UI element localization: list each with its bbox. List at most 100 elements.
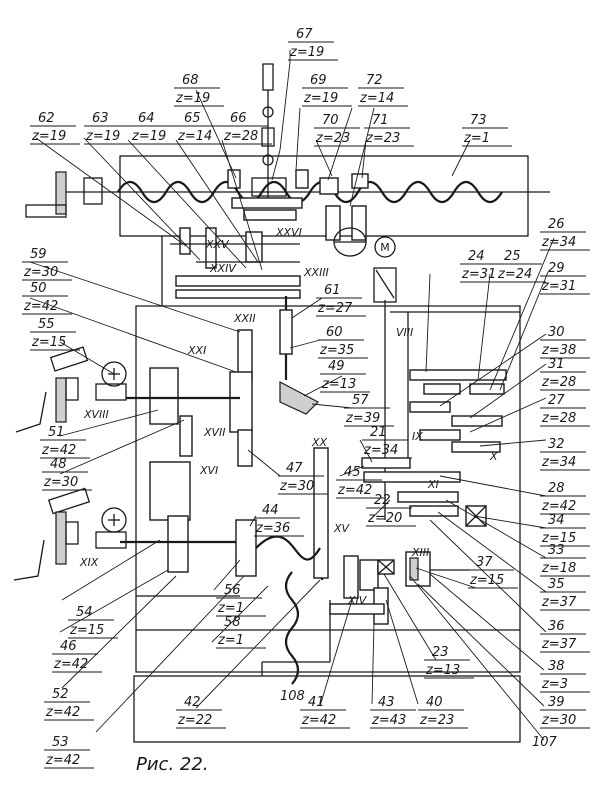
top-lever — [251, 63, 287, 200]
part-number-60: 60 — [326, 325, 343, 340]
part-label-55: 55z=15 — [30, 317, 80, 351]
part-label-38: 38z=3 — [540, 659, 590, 693]
part-number-50: 50 — [30, 281, 47, 296]
part-label-33: 33z=18 — [540, 543, 590, 577]
part-number-31: 31 — [548, 357, 565, 372]
shaft-viii: VIII — [396, 326, 413, 339]
part-number-65: 65 — [184, 111, 201, 126]
tooth-count-50: z=42 — [23, 299, 58, 314]
part-label-66: 66z=28 — [222, 111, 272, 145]
shaft-xix: XIX — [79, 556, 99, 569]
part-number-61: 61 — [324, 283, 341, 298]
part-number-71: 71 — [372, 113, 389, 128]
tooth-count-38: z=3 — [541, 677, 568, 692]
tooth-count-45: z=42 — [337, 483, 372, 498]
tooth-count-68: z=19 — [175, 91, 210, 106]
tooth-count-62: z=19 — [31, 129, 66, 144]
part-label-67: 67z=19 — [288, 27, 338, 61]
tooth-count-36: z=37 — [541, 637, 577, 652]
left-levers — [13, 346, 127, 581]
tooth-count-26: z=34 — [541, 235, 576, 250]
tooth-count-57: z=39 — [345, 411, 380, 426]
part-label-63: 63z=19 — [84, 111, 134, 145]
part-label-61: 61z=27 — [316, 283, 366, 317]
part-number-57: 57 — [352, 393, 369, 408]
part-label-54: 54 z=15 — [68, 605, 118, 639]
shaft-xxiii: XXIII — [303, 266, 329, 279]
shaft-xxi: XXI — [187, 344, 206, 357]
tooth-count-72: z=14 — [359, 91, 394, 106]
tooth-count-21: z=34 — [363, 443, 398, 458]
part-label-68: 68 z=19 — [174, 73, 224, 107]
motor: M — [373, 236, 397, 520]
tooth-count-42: z=22 — [177, 713, 212, 728]
plain-labels: 108 107 — [280, 689, 558, 750]
tooth-count-39: z=30 — [541, 713, 576, 728]
part-number-48: 48 — [50, 457, 67, 472]
part-number-37: 37 — [476, 555, 493, 570]
part-label-64: 64z=19 — [130, 111, 180, 145]
part-label-52: 52z=42 — [44, 687, 94, 721]
shaft-xxiv: XXIV — [209, 262, 237, 275]
part-number-40: 40 — [426, 695, 443, 710]
part-number-39: 39 — [548, 695, 565, 710]
part-label-21: 21z=34 — [362, 425, 412, 459]
tooth-count-54: z=15 — [69, 623, 104, 638]
part-label-37: 37z=15 — [468, 555, 518, 589]
part-number-30: 30 — [548, 325, 565, 340]
part-number-46: 46 — [60, 639, 77, 654]
part-label-65: 65z=14 — [176, 111, 226, 145]
part-label-39: 39 z=30 — [540, 695, 590, 729]
part-number-41: 41 — [308, 695, 325, 710]
shaft-xxvi: XXVI — [275, 226, 302, 239]
part-number-73: 73 — [470, 113, 487, 128]
part-label-57: 57 z=39 — [344, 393, 394, 427]
part-label-35: 35z=37 — [540, 577, 590, 611]
tooth-count-55: z=15 — [31, 335, 66, 350]
tooth-count-47: z=30 — [279, 479, 314, 494]
part-label-34: 34z=15 — [540, 513, 590, 547]
part-number-23: 23 — [432, 645, 449, 660]
part-number-62: 62 — [38, 111, 55, 126]
part-number-38: 38 — [548, 659, 565, 674]
part-label-69: 69 z=19 — [302, 73, 352, 107]
part-label-27: 27z=28 — [540, 393, 590, 427]
part-label-24: 24z=31 — [460, 249, 510, 283]
part-label-47: 47 z=30 — [278, 461, 328, 495]
leader-lines — [29, 50, 555, 741]
part-number-47: 47 — [286, 461, 303, 476]
part-number-68: 68 — [182, 73, 199, 88]
part-number-28: 28 — [548, 481, 565, 496]
tooth-count-35: z=37 — [541, 595, 577, 610]
tooth-count-27: z=28 — [541, 411, 576, 426]
part-label-58: 58z=1 — [216, 615, 266, 649]
plain-label-108: 108 — [280, 689, 305, 704]
part-label-28: 28 z=42 — [540, 481, 590, 515]
tooth-count-56: z=1 — [217, 601, 244, 616]
part-label-50: 50 z=42 — [22, 281, 72, 315]
part-label-59: 59z=30 — [22, 247, 72, 281]
part-label-41: 41z=42 — [300, 695, 350, 729]
tooth-count-22: z=20 — [367, 511, 402, 526]
shaft-xx: XX — [311, 436, 328, 449]
part-label-71: 71z=23 — [364, 113, 414, 147]
part-label-26: 26z=34 — [540, 217, 590, 251]
part-number-36: 36 — [548, 619, 565, 634]
tooth-count-25: z=24 — [497, 267, 532, 282]
central-shafts — [229, 296, 329, 580]
figure-caption: Рис. 22. — [136, 754, 209, 775]
tooth-count-69: z=19 — [303, 91, 338, 106]
motor-label: M — [380, 241, 390, 254]
part-number-52: 52 — [52, 687, 69, 702]
part-number-54: 54 — [76, 605, 93, 620]
part-number-69: 69 — [310, 73, 327, 88]
upper-gears — [170, 169, 369, 299]
part-number-25: 25 — [504, 249, 521, 264]
tooth-count-51: z=42 — [41, 443, 76, 458]
shaft-xxii: XXII — [233, 312, 256, 325]
tooth-count-24: z=31 — [461, 267, 496, 282]
shaft-x: X — [489, 450, 498, 463]
tooth-count-28: z=42 — [541, 499, 576, 514]
part-number-51: 51 — [48, 425, 65, 440]
